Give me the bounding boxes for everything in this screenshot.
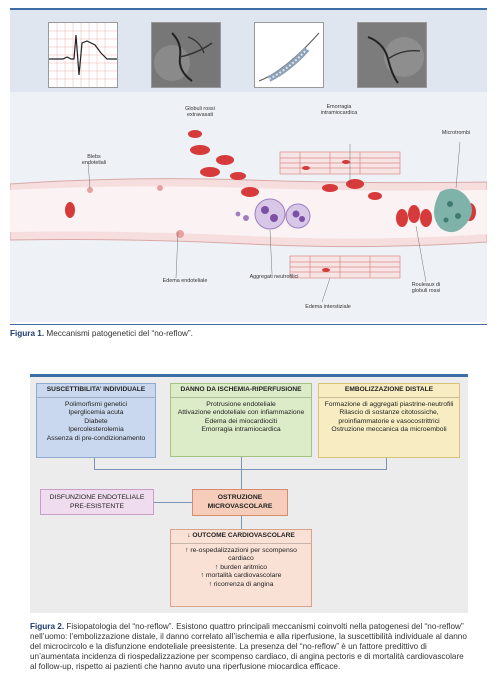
label-rbc-extravasated: Globuli rossi extravasati	[185, 106, 215, 119]
box-individual-susceptibility: SUSCETTIBILITA’ INDIVIDUALE Polimorfismi…	[36, 383, 156, 458]
connector-line	[154, 502, 192, 503]
list-item: ↑ burden aritmico	[214, 563, 268, 571]
connector-line	[241, 469, 242, 489]
box-title: ↓ OUTCOME CARDIOVASCOLARE	[171, 530, 311, 544]
ecg-thumbnail	[48, 22, 118, 88]
list-item: Iperglicemia acuta	[68, 409, 124, 417]
figure2-flowchart: SUSCETTIBILITA’ INDIVIDUALE Polimorfismi…	[30, 374, 468, 613]
figure1-image-strip	[10, 8, 487, 94]
figure2-caption: Figura 2. Fisiopatologia del “no-reflow”…	[30, 622, 468, 672]
label-rouleaux: Rouleaux di globuli rossi	[411, 282, 441, 295]
list-item: Formazione di aggregati piastrine-neutro…	[324, 400, 454, 408]
list-item: Ipercolesterolemia	[68, 426, 124, 434]
list-item: Edema dei miocardiociti	[204, 417, 278, 425]
list-item: ↑ ricorrenza di angina	[208, 580, 274, 588]
box-title: EMBOLIZZAZIONE DISTALE	[319, 384, 459, 398]
list-item: ↑ mortalità cardiovascolare	[200, 572, 282, 580]
stent-thumbnail	[254, 22, 324, 88]
list-item: Ostruzione meccanica da microemboli	[331, 426, 447, 434]
vessel-illustration	[10, 130, 487, 303]
connector-line	[241, 457, 242, 469]
box-title: SUSCETTIBILITA’ INDIVIDUALE	[37, 384, 155, 398]
box-endothelial-dysfunction: DISFUNZIONE ENDOTELIALE PRE-ESISTENTE	[40, 489, 154, 515]
list-item: ↑ re-ospedalizzazioni per scompenso card…	[185, 546, 297, 563]
list-item: Polimorfismi genetici	[64, 400, 128, 408]
figure2-caption-text: Fisiopatologia del “no-reflow”. Esistono…	[30, 622, 467, 671]
box-ischemia-reperfusion: DANNO DA ISCHEMIA-RIPERFUSIONE Protrusio…	[170, 383, 312, 457]
connector-line	[94, 458, 95, 469]
figure1-caption: Figura 1. Meccanismi patogenetici del “n…	[10, 324, 487, 339]
list-item: Assenza di pre-condizionamento	[46, 434, 146, 442]
label-blebs: Blebs endoteliali	[81, 154, 107, 167]
figure1-caption-text: Meccanismi patogenetici del “no-reflow”.	[44, 329, 193, 338]
box-microvascular-obstruction: OSTRUZIONE MICROVASCOLARE	[192, 489, 288, 516]
label-hemorrhage: Emorragia intramiocardica	[320, 104, 358, 117]
list-item: Protrusione endoteliale	[206, 400, 276, 408]
angiogram-thumbnail-1	[151, 22, 221, 88]
box-cardiovascular-outcome: ↓ OUTCOME CARDIOVASCOLARE ↑ re-ospedaliz…	[170, 529, 312, 607]
connector-line	[94, 469, 387, 470]
box-distal-embolization: EMBOLIZZAZIONE DISTALE Formazione di agg…	[318, 383, 460, 458]
box-title: DANNO DA ISCHEMIA-RIPERFUSIONE	[171, 384, 311, 398]
figure1-vessel-diagram: Blebs endoteliali Globuli rossi extravas…	[10, 92, 487, 322]
label-microthrombi: Microtrombi	[441, 130, 471, 136]
list-item: Attivazione endoteliale con infiammazion…	[177, 409, 305, 417]
connector-line	[241, 516, 242, 529]
figure2-caption-label: Figura 2.	[30, 622, 65, 631]
label-edema-endothelial: Edema endoteliale	[162, 278, 208, 284]
list-item: Emorragia intramiocardica	[201, 426, 281, 434]
figure1-caption-label: Figura 1.	[10, 329, 45, 338]
list-item: Diabete	[84, 417, 108, 425]
label-edema-interstitial: Edema interstiziale	[305, 304, 351, 310]
list-item: Rilascio di sostanze citotossiche, proin…	[338, 409, 440, 425]
connector-line	[386, 458, 387, 469]
label-neutrophil-aggregates: Aggregati neutrofilici	[249, 274, 299, 280]
angiogram-thumbnail-2	[357, 22, 427, 88]
